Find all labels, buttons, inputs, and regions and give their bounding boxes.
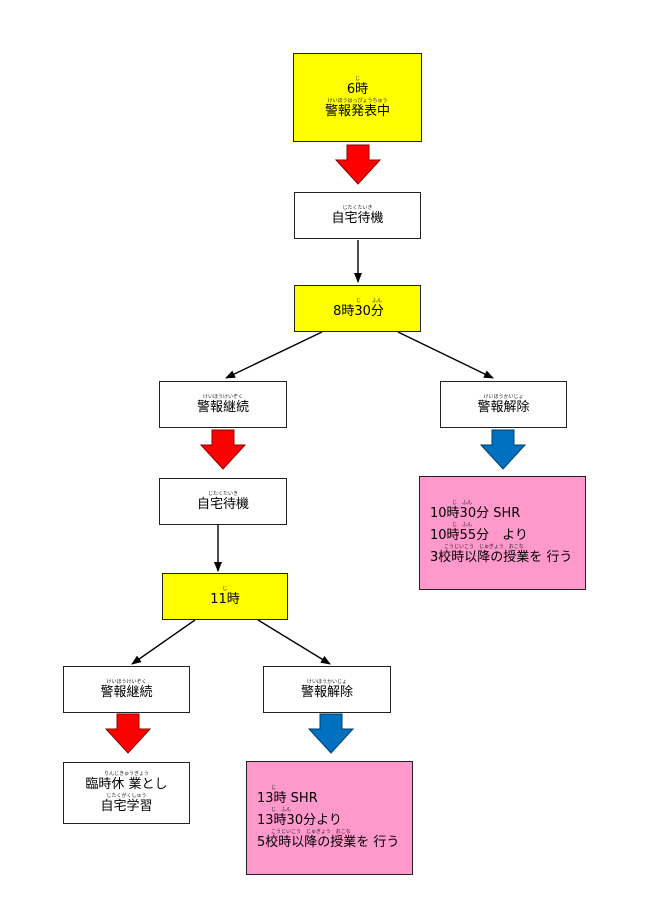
connector-830-to-lift (397, 331, 494, 379)
ruby-keihou-happyouchuu: けいほうはっぴょうちゅう (327, 97, 388, 104)
connector-830-to-continue (225, 331, 323, 379)
warning-lifted-label: 警報解除 (300, 684, 353, 700)
ruby-keihoukaijo: けいほうかいじょ (483, 393, 524, 400)
ruby-jitakutaiki: じたくたいき (207, 490, 238, 497)
ruby-line: じ ふん (452, 500, 473, 506)
result-line-start: 10時55分 より (430, 528, 528, 543)
ruby-keihoukeizoku: けいほうけいぞく (106, 678, 147, 685)
ruby-jitakutaiki: じたくたいき (342, 204, 373, 211)
node-warning-lifted-1: けいほうかいじょ警報解除 (440, 381, 567, 428)
ruby-rinjikyuugyou: りんじきゅうぎょう (104, 771, 149, 777)
result-line-shr: 10時30分 SHR (430, 506, 521, 521)
ruby-ji: じ (354, 75, 360, 82)
ruby-line: こうじいこう じゅぎょう おこな (444, 544, 524, 550)
blue-arrow-2 (307, 713, 355, 754)
warning-lifted-label: 警報解除 (477, 399, 530, 415)
warning-issued-label: 警報発表中 (324, 103, 390, 119)
result-line-classes: 5校時以降の授業を 行う (257, 835, 400, 850)
connector-11-to-lift (257, 619, 331, 665)
ruby-line: こうじいこう じゅぎょう おこな (271, 829, 351, 835)
node-home-wait-2: じたくたいき自宅待機 (159, 478, 287, 525)
ruby-ji: じ (222, 585, 228, 592)
time-6: 6時 (346, 81, 369, 97)
home-wait-label: 自宅待機 (331, 210, 384, 226)
node-home-wait-1: じたくたいき自宅待機 (294, 192, 421, 239)
ruby-ji: じ (355, 297, 361, 304)
ruby-line: じ (271, 785, 277, 791)
result-line-classes: 3校時以降の授業を 行う (430, 550, 573, 565)
connector-11-to-continue (131, 619, 196, 665)
ruby-jitakugakushuu: じたくがくしゅう (106, 793, 147, 799)
home-wait-label: 自宅待機 (196, 496, 249, 512)
closure-label: 臨時休 業とし (85, 777, 168, 792)
ruby-keihoukeizoku: けいほうけいぞく (202, 393, 243, 400)
node-warning-continues-2: けいほうけいぞく警報継続 (63, 666, 190, 713)
time-830-label: 8時30分 (333, 303, 384, 319)
ruby-keihoukaijo: けいほうかいじょ (306, 678, 347, 685)
result-line-shr: 13時 SHR (257, 791, 318, 806)
node-warning-continues-1: けいほうけいぞく警報継続 (159, 381, 287, 428)
ruby-line: じ ふん (452, 522, 473, 528)
red-arrow-2 (199, 429, 247, 470)
result-line-start: 13時30分より (257, 813, 342, 828)
warning-continues-label: 警報継続 (196, 399, 249, 415)
red-arrow-1 (334, 144, 382, 185)
time-11-label: 11時 (210, 591, 240, 607)
blue-arrow-1 (479, 429, 527, 470)
red-arrow-3 (104, 713, 152, 754)
ruby-line: じ ふん (271, 807, 292, 813)
home-study-label: 自宅学習 (100, 799, 153, 814)
node-warning-lifted-2: けいほうかいじょ警報解除 (263, 666, 391, 713)
ruby-fun: ふん (371, 297, 382, 304)
node-result-closure: りんじきゅうぎょう臨時休 業とし じたくがくしゅう自宅学習 (63, 762, 190, 824)
warning-continues-label: 警報継続 (100, 684, 153, 700)
